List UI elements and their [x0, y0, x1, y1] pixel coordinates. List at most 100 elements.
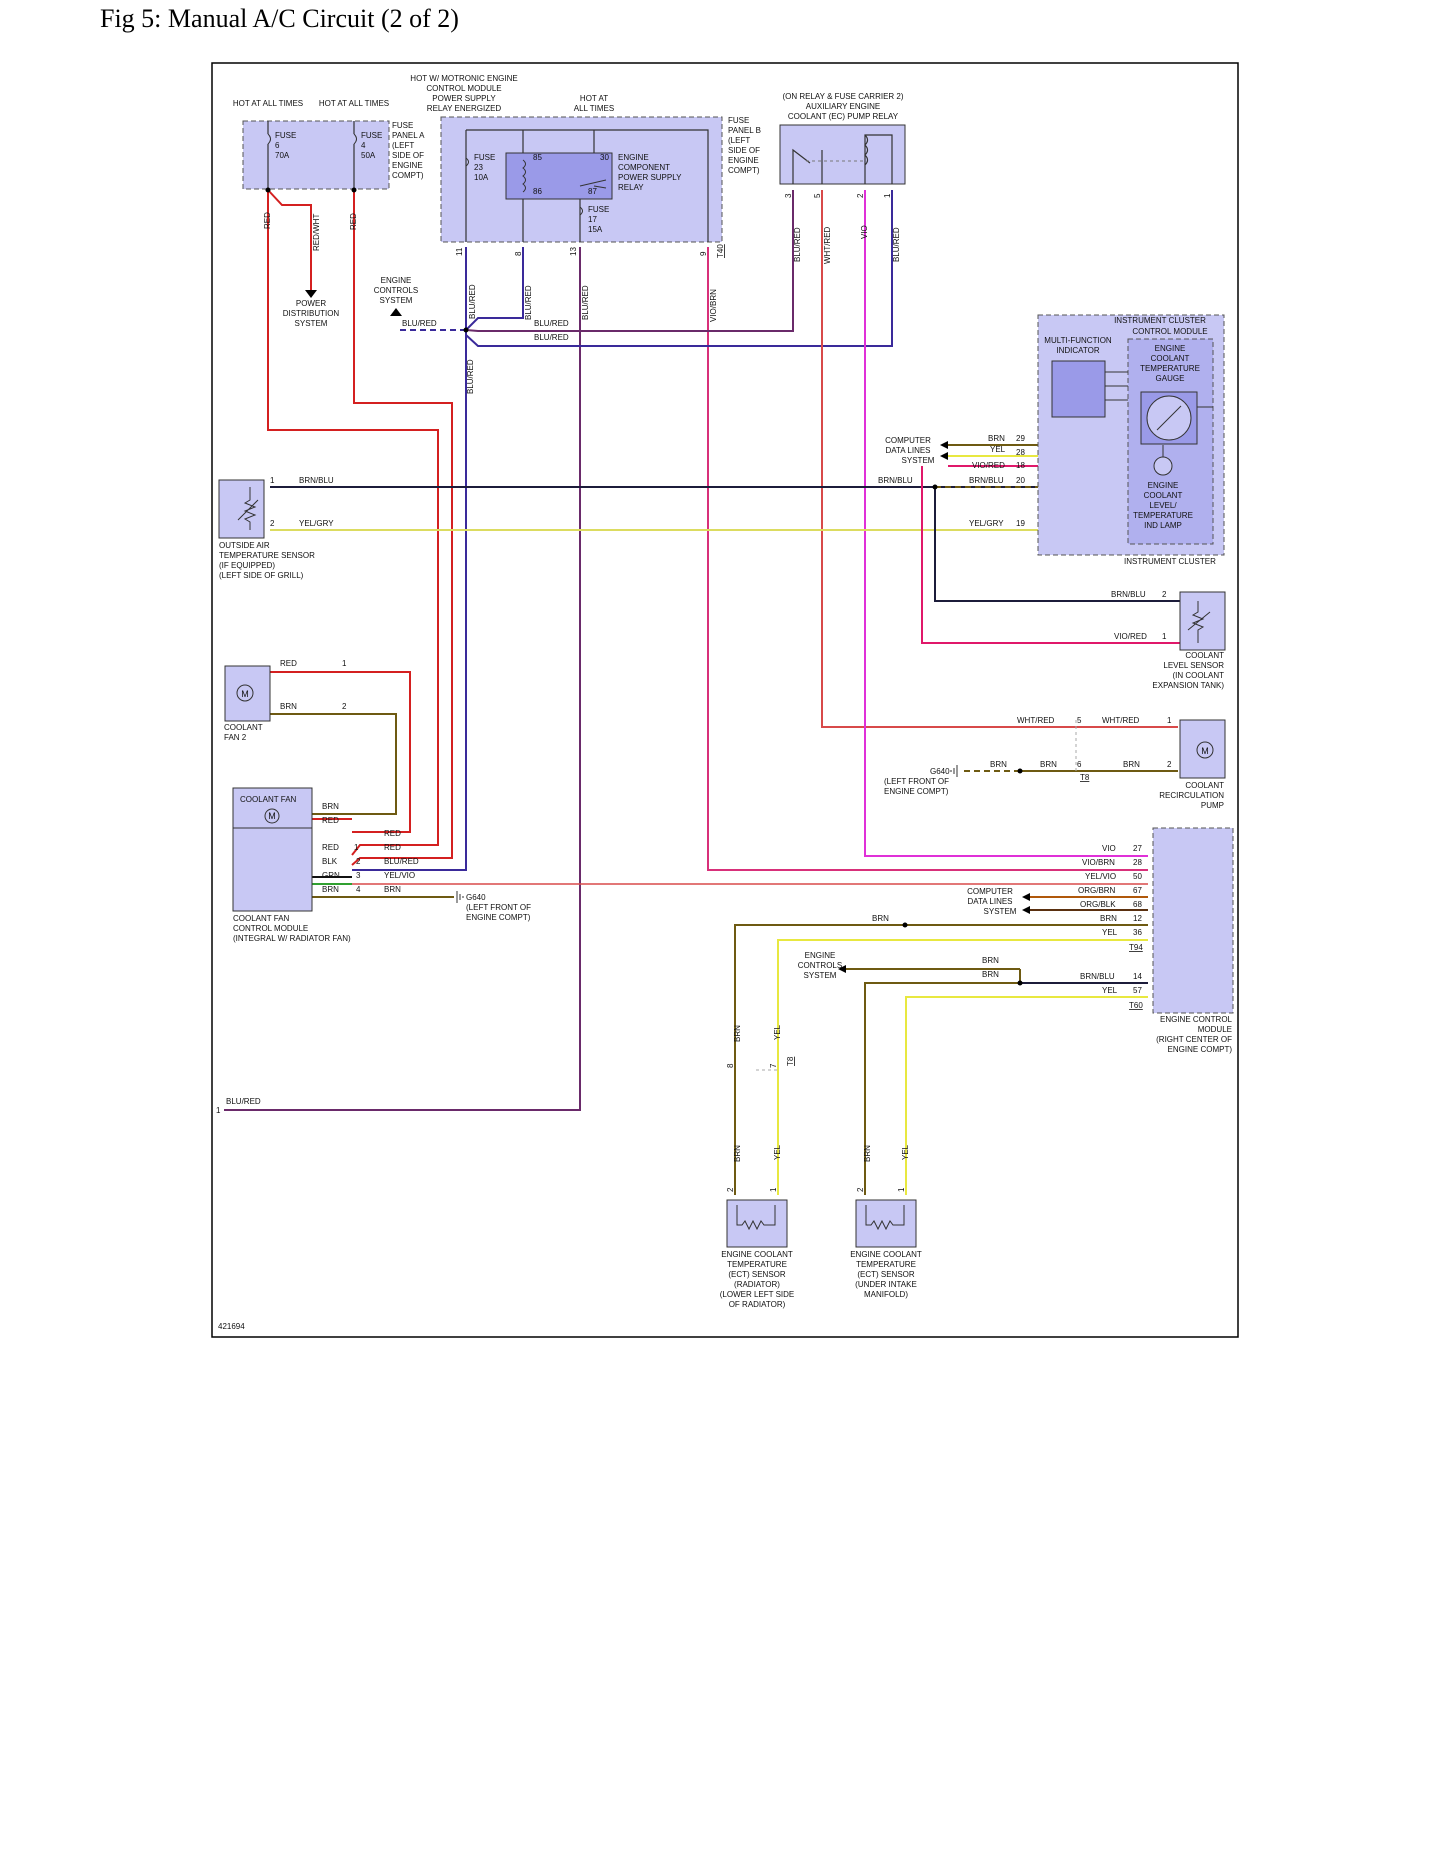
label-fuse6-0: FUSE: [275, 131, 296, 140]
label-fpA-0: FUSE: [392, 121, 413, 130]
label-whtred-r5: WHT/RED: [823, 226, 832, 264]
label-oats-3: (LEFT SIDE OF GRILL): [219, 571, 304, 580]
relay2-contacts-icon: [792, 134, 893, 184]
label-red-cf: RED: [322, 816, 339, 825]
label-blured-h2: BLU/RED: [534, 333, 569, 342]
pin-ect1-2: 2: [726, 1187, 735, 1192]
pin-fpb-9: 9: [699, 251, 708, 256]
label-brnblu-oats: BRN/BLU: [299, 476, 334, 485]
label-fpB-1: PANEL B: [728, 126, 761, 135]
label-yelgry-19: YEL/GRY: [969, 519, 1004, 528]
label-ecpsr-0: ENGINE: [618, 153, 649, 162]
fuse-symbol-icon: [267, 133, 357, 145]
pin-labels: 11 8 13 9 T40 3 5 2 1 29 28 18 20 19 1 2…: [216, 193, 1172, 1192]
thermistor-icon: [736, 1205, 905, 1231]
label-relay2a: (ON RELAY & FUSE CARRIER 2): [782, 92, 903, 101]
wire-layer: [224, 189, 1180, 1195]
label-ect2-3: (UNDER INTAKE: [855, 1280, 917, 1289]
label-fuse23-1: 23: [474, 163, 483, 172]
label-fuse17-1: 17: [588, 215, 597, 224]
pin-t8b: T8: [786, 1056, 795, 1066]
pin-oats-1: 1: [270, 476, 275, 485]
pin-ic-28: 28: [1016, 448, 1025, 457]
fuse-symbol-icon: [465, 157, 583, 216]
label-brn-g640b: BRN: [990, 760, 1007, 769]
pin-inline-8: 8: [726, 1063, 735, 1068]
thermistor-icon: [1187, 601, 1211, 643]
label-brn-29: BRN: [988, 434, 1005, 443]
page-title: Fig 5: Manual A/C Circuit (2 of 2): [100, 4, 459, 33]
component-ect-sensor-intake: [855, 1199, 917, 1248]
label-g640b-1: (LEFT FRONT OF: [884, 777, 949, 786]
label-vio-27: VIO: [1102, 844, 1116, 853]
label-fuse4-2: 50A: [361, 151, 376, 160]
wire-viobrn: [707, 247, 1148, 871]
pin-ecm-50: 50: [1133, 872, 1142, 881]
component-labels: HOT AT ALL TIMES HOT AT ALL TIMES HOT W/…: [219, 74, 1233, 1309]
label-brn-cf4: BRN: [384, 885, 401, 894]
label-fuse6-1: 6: [275, 141, 280, 150]
label-fuse6-2: 70A: [275, 151, 290, 160]
label-g640a-1: (LEFT FRONT OF: [466, 903, 531, 912]
label-cf2-1: FAN 2: [224, 733, 247, 742]
pin-ecm-67: 67: [1133, 886, 1142, 895]
pin-t94: T94: [1129, 943, 1143, 952]
component-ect-sensor-radiator: [726, 1199, 788, 1248]
pin-cfcm-3: 3: [356, 871, 361, 880]
wire-vio: [864, 190, 1148, 857]
wire-redwht: [267, 189, 312, 290]
label-fpB-2: (LEFT: [728, 136, 750, 145]
label-fuse4-0: FUSE: [361, 131, 382, 140]
label-ectg-1: COOLANT: [1151, 354, 1190, 363]
label-brnblu-20: BRN/BLU: [969, 476, 1004, 485]
label-brn-pump-l: BRN: [1040, 760, 1057, 769]
label-pds-2: SYSTEM: [295, 319, 328, 328]
label-ecll-2: LEVEL/: [1149, 501, 1177, 510]
motor-letter: M: [268, 811, 276, 821]
pin-crp-2: 2: [1167, 760, 1172, 769]
label-red-p1: RED: [322, 843, 339, 852]
label-ect1-5: OF RADIATOR): [729, 1300, 786, 1309]
label-crp-1: RECIRCULATION: [1159, 791, 1224, 800]
label-mfi-1: INDICATOR: [1056, 346, 1099, 355]
label-ecll-4: IND LAMP: [1144, 521, 1182, 530]
motor-icon: [1196, 741, 1214, 759]
label-blured-h1: BLU/RED: [534, 319, 569, 328]
pin-r2-3: 3: [784, 193, 793, 198]
pin-cls-1: 1: [1162, 632, 1167, 641]
label-cls-2: (IN COOLANT: [1172, 671, 1224, 680]
label-oats-0: OUTSIDE AIR: [219, 541, 270, 550]
label-ect1-4: (LOWER LEFT SIDE: [720, 1290, 795, 1299]
label-yelvio-50: YEL/VIO: [1085, 872, 1116, 881]
label-hot3b: CONTROL MODULE: [426, 84, 501, 93]
label-yel-57: YEL: [1102, 986, 1118, 995]
wire-blured-main: [352, 247, 467, 871]
label-cls-3: EXPANSION TANK): [1152, 681, 1224, 690]
splice-dot: [1017, 768, 1023, 774]
label-cfcm-1: CONTROL MODULE: [233, 924, 308, 933]
component-coolant-fan-module: [232, 827, 313, 912]
wire-brnblu-cls: [934, 487, 1180, 602]
label-brn-ect1-top: BRN: [733, 1025, 742, 1042]
pin-cfcm-2: 2: [356, 857, 361, 866]
label-cdls-2: SYSTEM: [902, 456, 935, 465]
label-blk: BLK: [322, 857, 338, 866]
ground-icon-g640a: [456, 891, 464, 903]
label-viored-cls: VIO/RED: [1114, 632, 1147, 641]
pin-r2-1: 1: [883, 193, 892, 198]
label-pds-0: POWER: [296, 299, 326, 308]
label-fpB-3: SIDE OF: [728, 146, 760, 155]
label-g640b-2: ENGINE COMPT): [884, 787, 949, 796]
label-red-b: RED: [384, 843, 401, 852]
gauge-needle-icon: [1156, 405, 1182, 431]
pin-crp-1: 1: [1167, 716, 1172, 725]
label-fuse23-0: FUSE: [474, 153, 495, 162]
pin-blured-end: 1: [216, 1106, 221, 1115]
label-crp-2: PUMP: [1201, 801, 1224, 810]
label-blured-mid: BLU/RED: [466, 359, 475, 394]
label-ic: INSTRUMENT CLUSTER: [1124, 557, 1216, 566]
label-hot4a: HOT AT: [580, 94, 608, 103]
label-cdls2-1: DATA LINES: [967, 897, 1012, 906]
label-g640b-0: G640: [930, 767, 950, 776]
